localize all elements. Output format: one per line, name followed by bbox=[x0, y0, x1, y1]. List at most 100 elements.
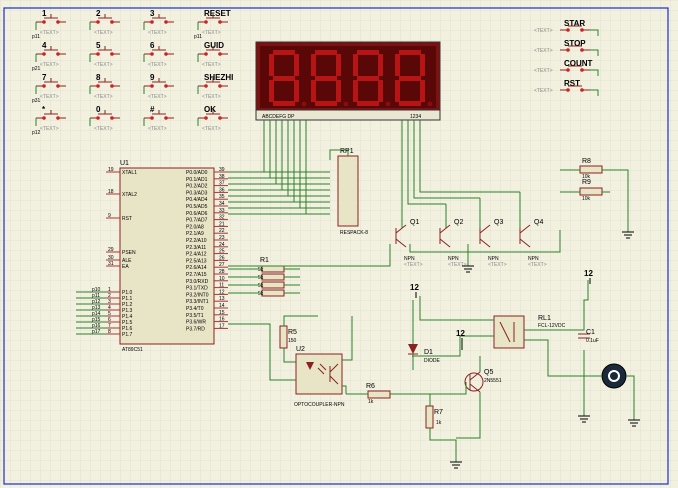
key-2-4[interactable]: 0<TEXT> bbox=[89, 105, 120, 132]
u1-part: AT89C51 bbox=[122, 347, 143, 353]
c1-capacitor[interactable]: C1 0.1uF bbox=[578, 329, 599, 344]
key-3-2[interactable]: 6<TEXT> bbox=[143, 41, 174, 68]
key-3-1[interactable]: 3<TEXT> bbox=[143, 9, 174, 36]
q5-transistor[interactable]: Q5 2N5551 bbox=[456, 356, 502, 439]
key-1-1[interactable]: 1<TEXT>p11 bbox=[32, 9, 66, 40]
r6-ref: R6 bbox=[366, 383, 375, 390]
key-4-3[interactable]: SHEZHI<TEXT> bbox=[197, 73, 233, 100]
key-4-4[interactable]: OK<TEXT> bbox=[197, 105, 228, 132]
svg-text:32: 32 bbox=[219, 215, 225, 221]
net-label-p16: p16 bbox=[76, 323, 106, 329]
key-1-3[interactable]: 7<TEXT>p31 bbox=[32, 73, 66, 104]
transistor-ref: Q3 bbox=[494, 219, 503, 226]
transistor-wires bbox=[228, 192, 561, 267]
key-net-label: p31 bbox=[32, 98, 41, 104]
r9-ref: R9 bbox=[582, 179, 591, 186]
button-label: COUNT bbox=[564, 59, 593, 68]
svg-text:16: 16 bbox=[219, 317, 225, 323]
relay-wires bbox=[412, 280, 635, 420]
r5-ref: R5 bbox=[288, 329, 297, 336]
r9-value: 10k bbox=[582, 196, 591, 202]
svg-text:P0.2/AD2: P0.2/AD2 bbox=[186, 184, 208, 190]
svg-text:XTAL1: XTAL1 bbox=[122, 170, 137, 176]
key-text-tag: <TEXT> bbox=[202, 62, 221, 68]
svg-text:p11: p11 bbox=[92, 293, 100, 299]
rp1-respack[interactable]: RP1 RESPACK-8 bbox=[329, 148, 368, 236]
rp1-part: RESPACK-8 bbox=[340, 230, 368, 236]
key-4-1[interactable]: RESET<TEXT>p11 bbox=[194, 9, 231, 40]
key-label: 3 bbox=[150, 9, 155, 18]
key-1-2[interactable]: 4<TEXT>p21 bbox=[32, 41, 66, 72]
key-3-3[interactable]: 9<TEXT> bbox=[143, 73, 174, 100]
motor[interactable] bbox=[601, 363, 627, 389]
button-count[interactable]: COUNT<TEXT> bbox=[534, 59, 599, 76]
key-2-2[interactable]: 5<TEXT> bbox=[89, 41, 120, 68]
svg-text:23: 23 bbox=[219, 235, 225, 241]
key-2-3[interactable]: 8<TEXT> bbox=[89, 73, 120, 100]
svg-text:8: 8 bbox=[108, 329, 111, 335]
u2-part: OPTOCOUPLER-NPN bbox=[294, 402, 345, 408]
key-3-4[interactable]: #<TEXT> bbox=[143, 105, 174, 132]
svg-text:19: 19 bbox=[108, 167, 114, 173]
key-label: 1 bbox=[42, 9, 47, 18]
key-2-1[interactable]: 2<TEXT> bbox=[89, 9, 120, 36]
svg-text:18: 18 bbox=[108, 189, 114, 195]
rl1-relay[interactable]: RL1 FCL-12VDC bbox=[493, 315, 566, 349]
svg-text:p15: p15 bbox=[92, 317, 101, 323]
svg-text:28: 28 bbox=[219, 269, 225, 275]
vcc-label-3: 12 bbox=[456, 329, 465, 338]
rl1-part: FCL-12VDC bbox=[538, 323, 566, 329]
svg-text:P3.6/WR: P3.6/WR bbox=[186, 320, 206, 326]
svg-text:P3.2/INT0: P3.2/INT0 bbox=[186, 292, 209, 298]
u2-ref: U2 bbox=[296, 346, 305, 353]
key-1-4[interactable]: *<TEXT>p12 bbox=[32, 105, 66, 136]
key-4-2[interactable]: GUID<TEXT> bbox=[197, 41, 228, 68]
control-buttons: STAR<TEXT> STOP<TEXT> COUNT<TEXT> RST<TEXT> bbox=[534, 19, 599, 96]
seven-segment-display[interactable]: ABCDEFG DP 1234 bbox=[255, 41, 441, 121]
svg-text:P1.1: P1.1 bbox=[122, 296, 133, 302]
ground-symbols bbox=[450, 231, 640, 469]
u2-optocoupler[interactable]: U2 OPTOCOUPLER-NPN bbox=[294, 346, 345, 408]
svg-text:P2.4/A12: P2.4/A12 bbox=[186, 252, 207, 258]
vcc-label-1: 12 bbox=[410, 283, 419, 292]
svg-text:P1.7: P1.7 bbox=[122, 332, 133, 338]
key-label: 6 bbox=[150, 41, 155, 50]
key-text-tag: <TEXT> bbox=[148, 126, 167, 132]
button-rst[interactable]: RST<TEXT> bbox=[534, 79, 599, 96]
key-label: 7 bbox=[42, 73, 47, 82]
keypad-matrix: 1<TEXT>p112<TEXT>3<TEXT>RESET<TEXT>p114<… bbox=[32, 9, 233, 136]
button-star[interactable]: STAR<TEXT> bbox=[534, 19, 599, 36]
svg-text:P2.1/A9: P2.1/A9 bbox=[186, 231, 204, 237]
key-text-tag: <TEXT> bbox=[40, 126, 59, 132]
svg-text:P1.5: P1.5 bbox=[122, 320, 133, 326]
svg-text:P3.0/RXD: P3.0/RXD bbox=[186, 279, 209, 285]
rp1-ref: RP1 bbox=[340, 148, 354, 155]
button-stop[interactable]: STOP<TEXT> bbox=[534, 39, 599, 56]
svg-text:7: 7 bbox=[108, 323, 111, 329]
svg-text:15: 15 bbox=[219, 310, 225, 316]
svg-text:12: 12 bbox=[219, 289, 225, 295]
ground-4 bbox=[578, 415, 590, 423]
svg-text:P3.3/INT1: P3.3/INT1 bbox=[186, 299, 209, 305]
d1-diode[interactable]: D1 DIODE bbox=[408, 300, 441, 370]
